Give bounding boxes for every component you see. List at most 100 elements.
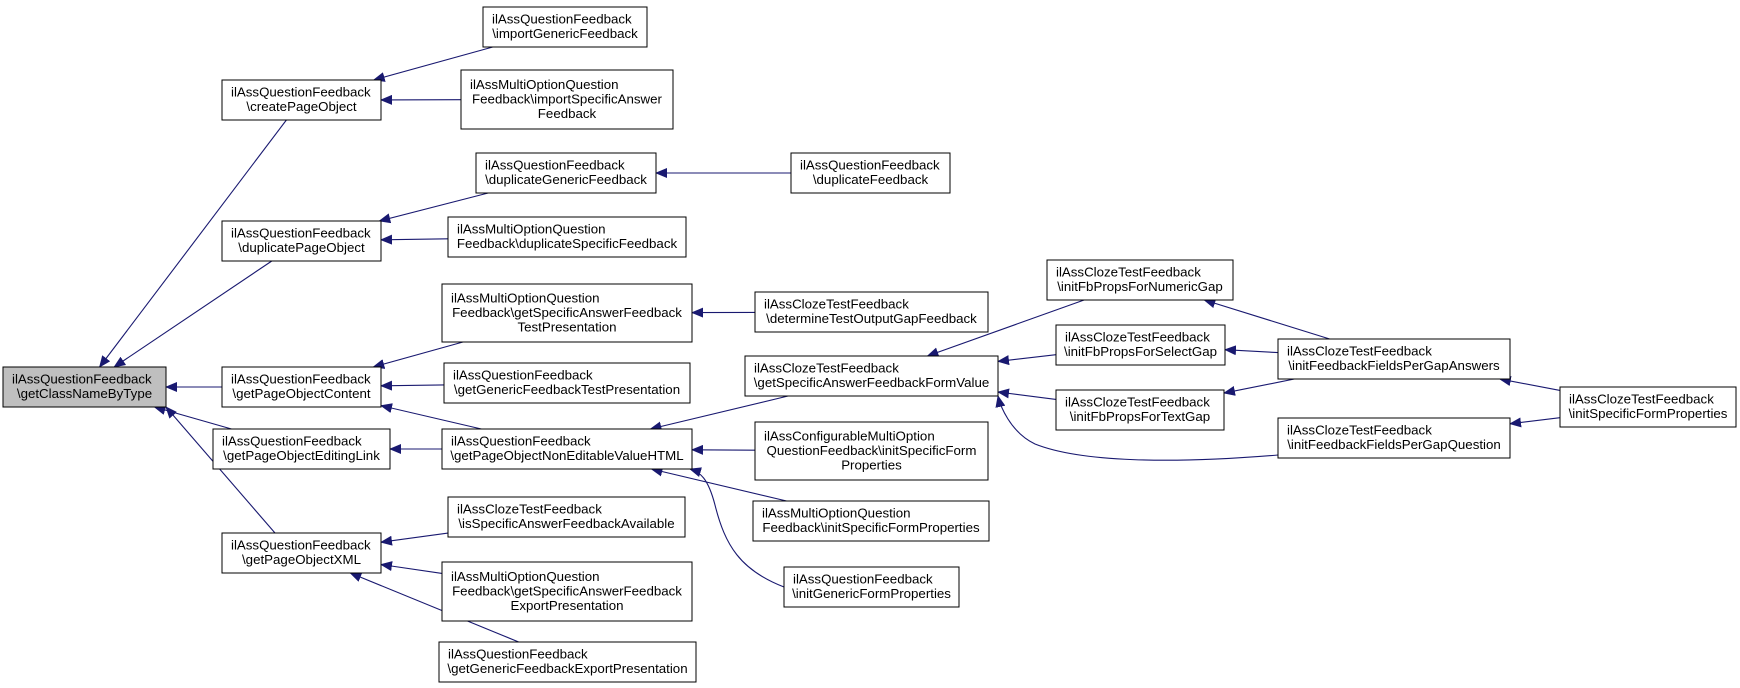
node-createPO[interactable]: ilAssQuestionFeedback\createPageObject <box>221 79 382 121</box>
node-box <box>443 362 691 404</box>
edge-getPOX-to-root <box>165 406 276 534</box>
node-box <box>221 79 382 121</box>
edges-layer <box>98 46 1561 643</box>
node-initFbText[interactable]: ilAssClozeTestFeedback\initFbPropsForTex… <box>1055 389 1225 431</box>
node-box <box>221 366 382 408</box>
node-label-line: \determineTestOutputGapFeedback <box>766 311 977 326</box>
node-label-line: ilAssMultiOptionQuestion <box>457 222 606 237</box>
edge-isSAFA-to-getPOX <box>380 532 449 546</box>
node-label-line: \duplicatePageObject <box>238 240 365 255</box>
node-initFFPGQ[interactable]: ilAssClozeTestFeedback\initFeedbackField… <box>1277 417 1511 459</box>
node-initGFP[interactable]: ilAssQuestionFeedback\initGenericFormPro… <box>783 566 960 608</box>
node-getSAFEP[interactable]: ilAssMultiOptionQuestionFeedback\getSpec… <box>441 561 693 622</box>
node-detTOGF[interactable]: ilAssClozeTestFeedback\determineTestOutp… <box>754 291 989 333</box>
node-label-line: \getGenericFeedbackExportPresentation <box>447 661 687 676</box>
node-box <box>221 220 382 262</box>
edge-getSAFEP-to-getPOX <box>380 561 443 574</box>
edge-dupGF-to-dupPO <box>378 192 489 224</box>
node-box <box>441 283 693 343</box>
node-dupGF[interactable]: ilAssQuestionFeedback\duplicateGenericFe… <box>475 152 657 194</box>
node-label-line: ilAssQuestionFeedback <box>492 12 632 27</box>
node-box <box>438 641 697 683</box>
node-label-line: \getPageObjectNonEditableValueHTML <box>450 448 683 463</box>
edge-initMOSFP-to-getPONEV <box>650 466 787 502</box>
node-label-line: \initFeedbackFieldsPerGapQuestion <box>1287 437 1501 452</box>
node-box <box>212 428 391 470</box>
node-getPONEV[interactable]: ilAssQuestionFeedback\getPageObjectNonEd… <box>441 428 693 470</box>
edge-createPO-to-root <box>98 119 287 368</box>
node-label-line: \initSpecificFormProperties <box>1569 406 1728 421</box>
node-dupPO[interactable]: ilAssQuestionFeedback\duplicatePageObjec… <box>221 220 382 262</box>
node-label-line: ilAssConfigurableMultiOption <box>764 428 935 443</box>
node-label-line: \initFbPropsForTextGap <box>1070 409 1210 424</box>
node-initFbSel[interactable]: ilAssClozeTestFeedback\initFbPropsForSel… <box>1055 324 1226 366</box>
node-label-line: ilAssMultiOptionQuestion <box>470 77 619 92</box>
node-label-line: \initGenericFormProperties <box>792 586 951 601</box>
node-label-line: ilAssQuestionFeedback <box>12 372 152 387</box>
edge-initFbText-to-getSAFFV <box>997 388 1057 400</box>
node-label-line: ilAssQuestionFeedback <box>222 434 362 449</box>
node-initMOSFP[interactable]: ilAssMultiOptionQuestionFeedback\initSpe… <box>752 500 990 542</box>
edge-getSAFTP-to-getPOC <box>372 341 464 369</box>
node-label-line: \getPageObjectEditingLink <box>223 448 380 463</box>
node-label-line: Feedback\initSpecificFormProperties <box>762 520 980 535</box>
edge-dupPO-to-root <box>113 260 273 368</box>
node-label-line: ilAssQuestionFeedback <box>231 226 371 241</box>
node-label-line: \getPageObjectXML <box>242 552 361 567</box>
node-getPOEL[interactable]: ilAssQuestionFeedback\getPageObjectEditi… <box>212 428 391 470</box>
node-dupF[interactable]: ilAssQuestionFeedback\duplicateFeedback <box>790 152 951 194</box>
node-box <box>744 355 999 397</box>
node-label-line: Properties <box>841 457 902 472</box>
node-getGFEP[interactable]: ilAssQuestionFeedback\getGenericFeedback… <box>438 641 697 683</box>
node-isSAFA[interactable]: ilAssClozeTestFeedback\isSpecificAnswerF… <box>447 496 686 538</box>
node-box <box>783 566 960 608</box>
node-label-line: QuestionFeedback\initSpecificForm <box>767 443 977 458</box>
node-box <box>447 216 687 258</box>
node-label-line: Feedback <box>538 106 597 121</box>
node-root[interactable]: ilAssQuestionFeedback\getClassNameByType <box>2 366 167 408</box>
edge-getGFTP-to-getPOC <box>380 380 445 391</box>
node-box <box>482 6 648 48</box>
node-initCtSFP[interactable]: ilAssClozeTestFeedback\initSpecificFormP… <box>1559 386 1737 428</box>
node-label-line: ilAssMultiOptionQuestion <box>762 506 911 521</box>
node-initFbNum[interactable]: ilAssClozeTestFeedback\initFbPropsForNum… <box>1046 259 1234 301</box>
node-box <box>754 291 989 333</box>
node-dupSF[interactable]: ilAssMultiOptionQuestionFeedback\duplica… <box>447 216 687 258</box>
node-getSAFTP[interactable]: ilAssMultiOptionQuestionFeedback\getSpec… <box>441 283 693 343</box>
node-label-line: ilAssClozeTestFeedback <box>1056 265 1201 280</box>
node-label-line: \getClassNameByType <box>17 386 152 401</box>
node-importGF[interactable]: ilAssQuestionFeedback\importGenericFeedb… <box>482 6 648 48</box>
node-label-line: Feedback\importSpecificAnswer <box>472 91 663 106</box>
node-box <box>1277 338 1511 380</box>
node-importSAF[interactable]: ilAssMultiOptionQuestionFeedback\importS… <box>460 69 674 130</box>
node-label-line: ilAssClozeTestFeedback <box>1065 330 1210 345</box>
node-box <box>752 500 990 542</box>
edge-initCtSFP-to-initFFPGQ <box>1509 417 1561 428</box>
edge-initFFPGA-to-initFbSel <box>1224 345 1279 356</box>
node-label-line: ilAssQuestionFeedback <box>231 538 371 553</box>
node-label-line: ilAssClozeTestFeedback <box>457 502 602 517</box>
node-label-line: \duplicateFeedback <box>813 172 929 187</box>
node-getPOC[interactable]: ilAssQuestionFeedback\getPageObjectConte… <box>221 366 382 408</box>
edge-getPOEL-to-root <box>153 405 232 430</box>
node-label-line: ilAssQuestionFeedback <box>231 85 371 100</box>
edge-initGFP-to-getPONEV <box>689 467 785 588</box>
node-label-line: ilAssQuestionFeedback <box>453 368 593 383</box>
node-box <box>221 532 382 574</box>
node-getGFTP[interactable]: ilAssQuestionFeedback\getGenericFeedback… <box>443 362 691 404</box>
node-label-line: ilAssClozeTestFeedback <box>1569 392 1714 407</box>
node-label-line: ilAssClozeTestFeedback <box>754 361 899 376</box>
node-label-line: \getGenericFeedbackTestPresentation <box>454 382 680 397</box>
node-label-line: \initFbPropsForSelectGap <box>1064 344 1217 359</box>
node-initFFPGA[interactable]: ilAssClozeTestFeedback\initFeedbackField… <box>1277 338 1511 380</box>
node-getSAFFV[interactable]: ilAssClozeTestFeedback\getSpecificAnswer… <box>744 355 999 397</box>
node-label-line: ilAssQuestionFeedback <box>448 647 588 662</box>
node-label-line: \duplicateGenericFeedback <box>485 172 647 187</box>
edge-getSAFFV-to-getPONEV <box>649 395 789 432</box>
node-box <box>1055 324 1226 366</box>
node-label-line: ilAssMultiOptionQuestion <box>451 569 600 584</box>
node-getPOX[interactable]: ilAssQuestionFeedback\getPageObjectXML <box>221 532 382 574</box>
node-initCfgSFP[interactable]: ilAssConfigurableMultiOptionQuestionFeed… <box>754 421 989 481</box>
node-label-line: \getSpecificAnswerFeedbackFormValue <box>754 375 990 390</box>
